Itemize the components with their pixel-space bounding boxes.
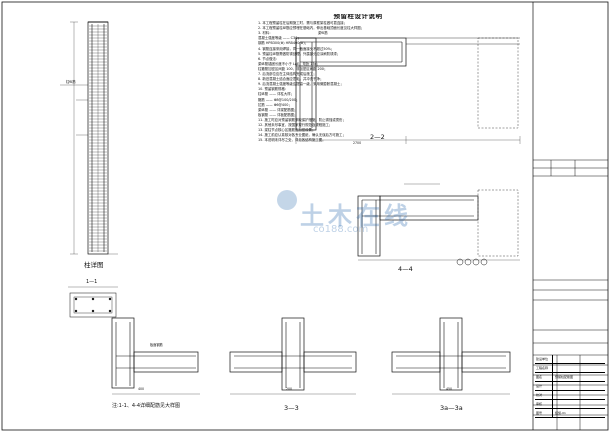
notes-lines: 1. 本工程预留柱在后期施工时，需与原框架柱做可靠连接；2. 本工程预留柱纵筋应… [258,21,458,143]
section-4-4-drawing [357,183,520,266]
column-elevation [60,21,118,255]
title-block-rows: 建设单位工程名称图名预留柱配筋图设计校对审核图号结施-01 [535,355,605,418]
notes-line: 11. 施工时应对预留钢筋采取保护措施，防止锈蚀或损伤； [258,117,346,122]
notes-line: 9. 后浇混凝土强度等级应提高一级，采用微膨胀混凝土； [258,82,344,87]
title-block-row: 校对 [535,391,605,400]
title-block-key: 设计 [535,382,553,390]
notes-line: 2. 本工程预留柱纵筋应预埋在基础内，伸出基础顶面长度见柱大样图； [258,26,365,31]
design-notes: 预留柱设计说明 1. 本工程预留柱在后期施工时，需与原框架柱做可靠连接；2. 本… [258,14,458,143]
notes-line: 12. 其他未尽事宜，按国家现行规范及规程施工； [258,122,333,127]
watermark-icon [277,190,297,210]
title-block-key: 图名 [535,373,553,381]
notes-line: 板钢筋 —— 详板配筋图； [258,112,298,117]
notes-line: 3. 材料： [258,31,273,36]
label-column-elevation: 柱详图 [84,261,104,269]
notes-line: 14. 施工前应认真核对各专业图纸，确认无误后方可施工； [258,133,346,138]
notes-line: 梁纵筋锚固长度不小于 LaE，弯折 15d； [258,61,321,66]
notes-line: 13. 梁柱节点核心区箍筋应加密设置； [258,128,316,133]
section-1-1-drawing [68,286,118,318]
notes-line: 8. 新旧混凝土结合面应凿毛，并冲洗干净； [258,77,324,82]
notes-line: 1. 本工程预留柱在后期施工时，需与原框架柱做可靠连接； [258,21,348,26]
title-block-key: 审核 [535,400,553,408]
title-block-value: 预留柱配筋图 [555,375,574,379]
note-slab-rebar: 板面钢筋 [150,343,163,347]
note-beam-rebar: 梁纵筋 [318,31,328,35]
title-block-row: 图号结施-01 [535,409,605,418]
watermark-text: 土木在线 [300,202,412,230]
label-section-1-1: 1—1 [86,279,98,285]
title-block-value: 结施-01 [555,411,566,415]
label-bottom-note: 注:1-1、4-4详细配筋见大样图 [112,403,181,409]
title-block-frame [532,2,608,430]
title-block-key: 图号 [535,409,553,417]
title-block-row: 设计 [535,382,605,391]
label-section-4-4: 4—4 [398,265,413,273]
notes-line: 6. 节点做法： [258,56,280,61]
watermark-subtext: co188.com [313,224,369,235]
label-section-3a-3a: 3a—3a [440,404,463,412]
label-section-2-2: 2—2 [370,133,385,141]
title-block-row: 图名预留柱配筋图 [535,373,605,382]
dim-400: 400 [138,387,145,391]
notes-line: 钢筋 HPB300(Φ) HRB400(Φ)； [258,41,309,46]
watermark-logo [275,188,299,216]
bottom-section-a [111,317,200,395]
notes-line: 7. 后浇部位应在主体结构完成后施工； [258,72,317,77]
notes-line: 拉筋 —— Φ6@400； [258,102,292,107]
title-block-row: 建设单位 [535,355,605,364]
notes-line: 梁纵筋 —— 详梁配筋图； [258,107,298,112]
notes-line: 10. 预留钢筋规格： [258,87,289,92]
title-block-row: 审核 [535,400,605,409]
notes-line: 柱箍筋加密区间距 100，非加密区间距 200； [258,66,328,71]
dim-2700: 2700 [353,141,362,145]
label-section-3-3: 3—3 [284,404,299,412]
title-block-key: 建设单位 [535,355,553,363]
title-block-key: 工程名称 [535,364,553,372]
section-3-3-drawing [229,317,357,395]
note-column-rebar: 柱纵筋 [66,80,76,84]
notes-line: 柱纵筋 —— 详柱大样； [258,92,295,97]
dim-200: 200 [286,387,293,391]
notes-line: 15. 本说明未详尽之处，详见各结构施工图。 [258,138,326,143]
title-block-key: 校对 [535,391,553,399]
notes-line: 4. 钢筋连接采用焊接，同一截面接头不超过50%； [258,46,335,51]
title-block-row: 工程名称 [535,364,605,373]
dim-450: 450 [446,387,453,391]
notes-title: 预留柱设计说明 [333,14,383,20]
section-3a-3a-drawing [391,317,511,395]
section-2-2-drawing [295,37,521,144]
notes-line: 混凝土强度等级 —— C30； [258,36,301,41]
notes-line: 箍筋 —— Φ8@100/200； [258,97,300,102]
notes-line: 5. 预留柱纵筋需做防锈处理，外露部分应涂刷防锈漆； [258,51,341,56]
